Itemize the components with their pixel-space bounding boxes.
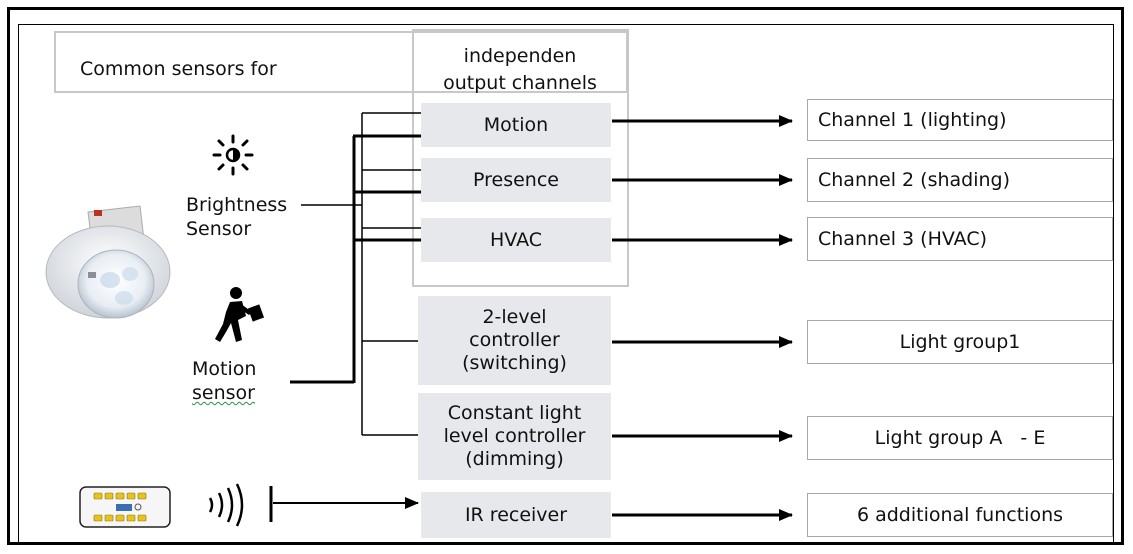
channel-1-output: Channel 1 (lighting) [807, 99, 1113, 141]
light-group-1-label: Light group1 [899, 330, 1021, 353]
hvac-module-label: HVAC [490, 228, 542, 251]
channel-3-output: Channel 3 (HVAC) [807, 217, 1113, 261]
motion-sensor-label-line1: Motion [192, 358, 257, 380]
hvac-module: HVAC [421, 218, 611, 262]
motion-module: Motion [421, 103, 611, 147]
ir-signal-waves-icon [208, 483, 244, 527]
two-level-line2: controller [469, 329, 560, 351]
two-level-line3: (switching) [462, 352, 567, 374]
constant-line2: level controller [443, 425, 586, 447]
output-channels-title-line2: output channels [443, 72, 597, 94]
output-channels-title-line1: independen [463, 45, 577, 67]
light-group-a-e-output: Light group A - E [807, 416, 1113, 460]
light-group-a-e-label: Light group A - E [874, 426, 1046, 449]
additional-functions-label: 6 additional functions [856, 503, 1064, 526]
sun-icon [212, 134, 254, 176]
motion-sensor-label-line2: sensor [192, 382, 255, 404]
presence-module: Presence [421, 158, 611, 202]
channel-2-output: Channel 2 (shading) [807, 158, 1113, 202]
constant-light-controller-module: Constant light level controller (dimming… [418, 393, 611, 480]
channel-2-label: Channel 2 (shading) [818, 168, 1011, 191]
constant-line1: Constant light [447, 402, 582, 424]
light-group-1-output: Light group1 [807, 320, 1113, 364]
presence-module-label: Presence [473, 168, 559, 191]
ir-receiver-label: IR receiver [464, 503, 568, 526]
outer-frame [7, 7, 1124, 545]
motion-module-label: Motion [483, 113, 549, 136]
two-level-controller-module: 2-level controller (switching) [418, 296, 611, 385]
inner-frame [18, 24, 1114, 545]
walking-person-icon [215, 287, 265, 342]
ceiling-sensor-device-icon [45, 205, 171, 319]
brightness-sensor-label-line1: Brightness [186, 194, 288, 216]
output-channels-box [412, 29, 629, 287]
remote-control-icon [79, 486, 171, 528]
additional-functions-output: 6 additional functions [807, 493, 1113, 537]
ir-receiver-module: IR receiver [421, 492, 611, 538]
common-sensors-label: Common sensors for [80, 58, 277, 80]
constant-line3: (dimming) [465, 448, 564, 470]
two-level-line1: 2-level [482, 306, 547, 328]
channel-1-label: Channel 1 (lighting) [818, 108, 1007, 131]
brightness-sensor-label-line2: Sensor [186, 218, 252, 240]
channel-3-label: Channel 3 (HVAC) [818, 227, 987, 250]
